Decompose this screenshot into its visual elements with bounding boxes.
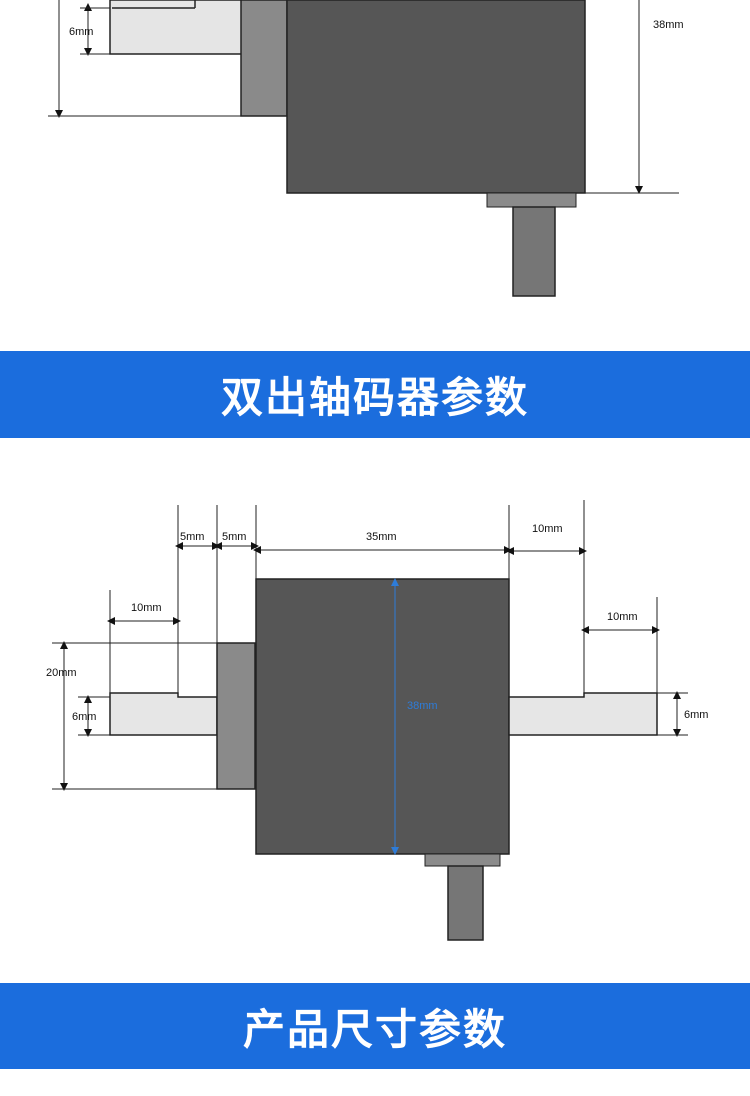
top-body-height-label: 38mm	[653, 19, 684, 31]
flange	[216, 642, 256, 790]
top-left-shaft	[109, 0, 243, 55]
right-extension-label: 10mm	[532, 523, 563, 535]
section-title-product-dimensions: 产品尺寸参数	[242, 1004, 507, 1054]
section-banner-dual-shaft-encoder: 双出轴码器参数	[0, 351, 750, 438]
right-shaft-diameter-label: 6mm	[684, 709, 708, 721]
left-shaft-length-label: 10mm	[131, 602, 162, 614]
top-encoder-diagram: 6mm 38mm	[48, 0, 684, 297]
top-bottom-shaft	[512, 206, 556, 297]
top-body	[286, 0, 586, 194]
bottom-shaft	[447, 865, 484, 941]
body-height-label: 38mm	[407, 700, 438, 712]
section-title-dual-shaft-encoder: 双出轴码器参数	[220, 373, 529, 422]
encoder-body	[255, 578, 510, 855]
left-shaft	[109, 692, 218, 736]
left-shaft-gap-label: 5mm	[180, 531, 204, 543]
section-banner-product-dimensions: 产品尺寸参数	[0, 983, 750, 1069]
top-shaft-diameter-label: 6mm	[69, 26, 93, 38]
body-width-label: 35mm	[366, 531, 397, 543]
right-shaft	[508, 692, 658, 736]
flange-height-label: 20mm	[46, 667, 77, 679]
main-encoder-diagram: 5mm 5mm 35mm 10mm 10mm 10mm 20mm 6mm	[46, 500, 708, 941]
flange-width-label: 5mm	[222, 531, 246, 543]
top-bottom-collar	[486, 192, 577, 208]
bottom-collar	[424, 853, 501, 867]
top-flange	[240, 0, 288, 117]
left-shaft-diameter-label: 6mm	[72, 711, 96, 723]
right-shaft-length-label: 10mm	[607, 611, 638, 623]
